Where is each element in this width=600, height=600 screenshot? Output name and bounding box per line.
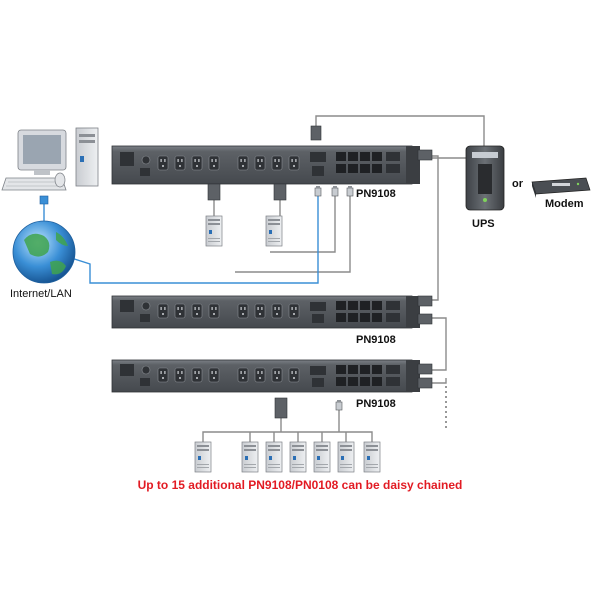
server-tower-icon — [363, 441, 381, 473]
modem-icon — [531, 177, 591, 198]
server-tower-icon — [265, 441, 283, 473]
pdu-unit-3 — [111, 359, 420, 393]
server-tower-icon — [289, 441, 307, 473]
pdu-3-model-label: PN9108 — [356, 398, 396, 410]
server-tower-icon — [205, 215, 223, 247]
pdu-unit-2 — [111, 295, 420, 329]
network-label: Internet/LAN — [10, 288, 72, 300]
ups-icon — [465, 145, 505, 211]
daisy-chain-cable-3 — [426, 378, 447, 384]
power-plug-icon — [274, 397, 288, 419]
pdu-unit-1 — [111, 145, 420, 185]
pdu-3-connector-in — [417, 363, 433, 375]
pdu-2-connector-in — [417, 295, 433, 307]
server-row — [194, 441, 381, 473]
pdu-3-connector-out — [417, 377, 433, 389]
rj45-connector — [335, 399, 343, 411]
modem-label: Modem — [545, 198, 584, 210]
ups-label: UPS — [472, 218, 495, 230]
pdu-2-connector-out — [417, 313, 433, 325]
ups-power-cable — [315, 115, 485, 146]
pdu-2-model-label: PN9108 — [356, 334, 396, 346]
daisy-chain-caption: Up to 15 additional PN9108/PN0108 can be… — [137, 478, 463, 492]
server-tower-icon — [265, 215, 283, 247]
daisy-chain-cable-1 — [426, 155, 439, 301]
or-label: or — [512, 178, 523, 190]
server-tower-icon — [313, 441, 331, 473]
globe-icon — [12, 220, 76, 284]
server-tower-icon — [241, 441, 259, 473]
server-tower-icon — [194, 441, 212, 473]
daisy-chain-cable-2 — [426, 317, 447, 371]
workstation-icon — [1, 127, 99, 205]
server-tower-icon — [337, 441, 355, 473]
pdu-1-connectors — [207, 125, 433, 201]
pdu-1-model-label: PN9108 — [356, 188, 396, 200]
